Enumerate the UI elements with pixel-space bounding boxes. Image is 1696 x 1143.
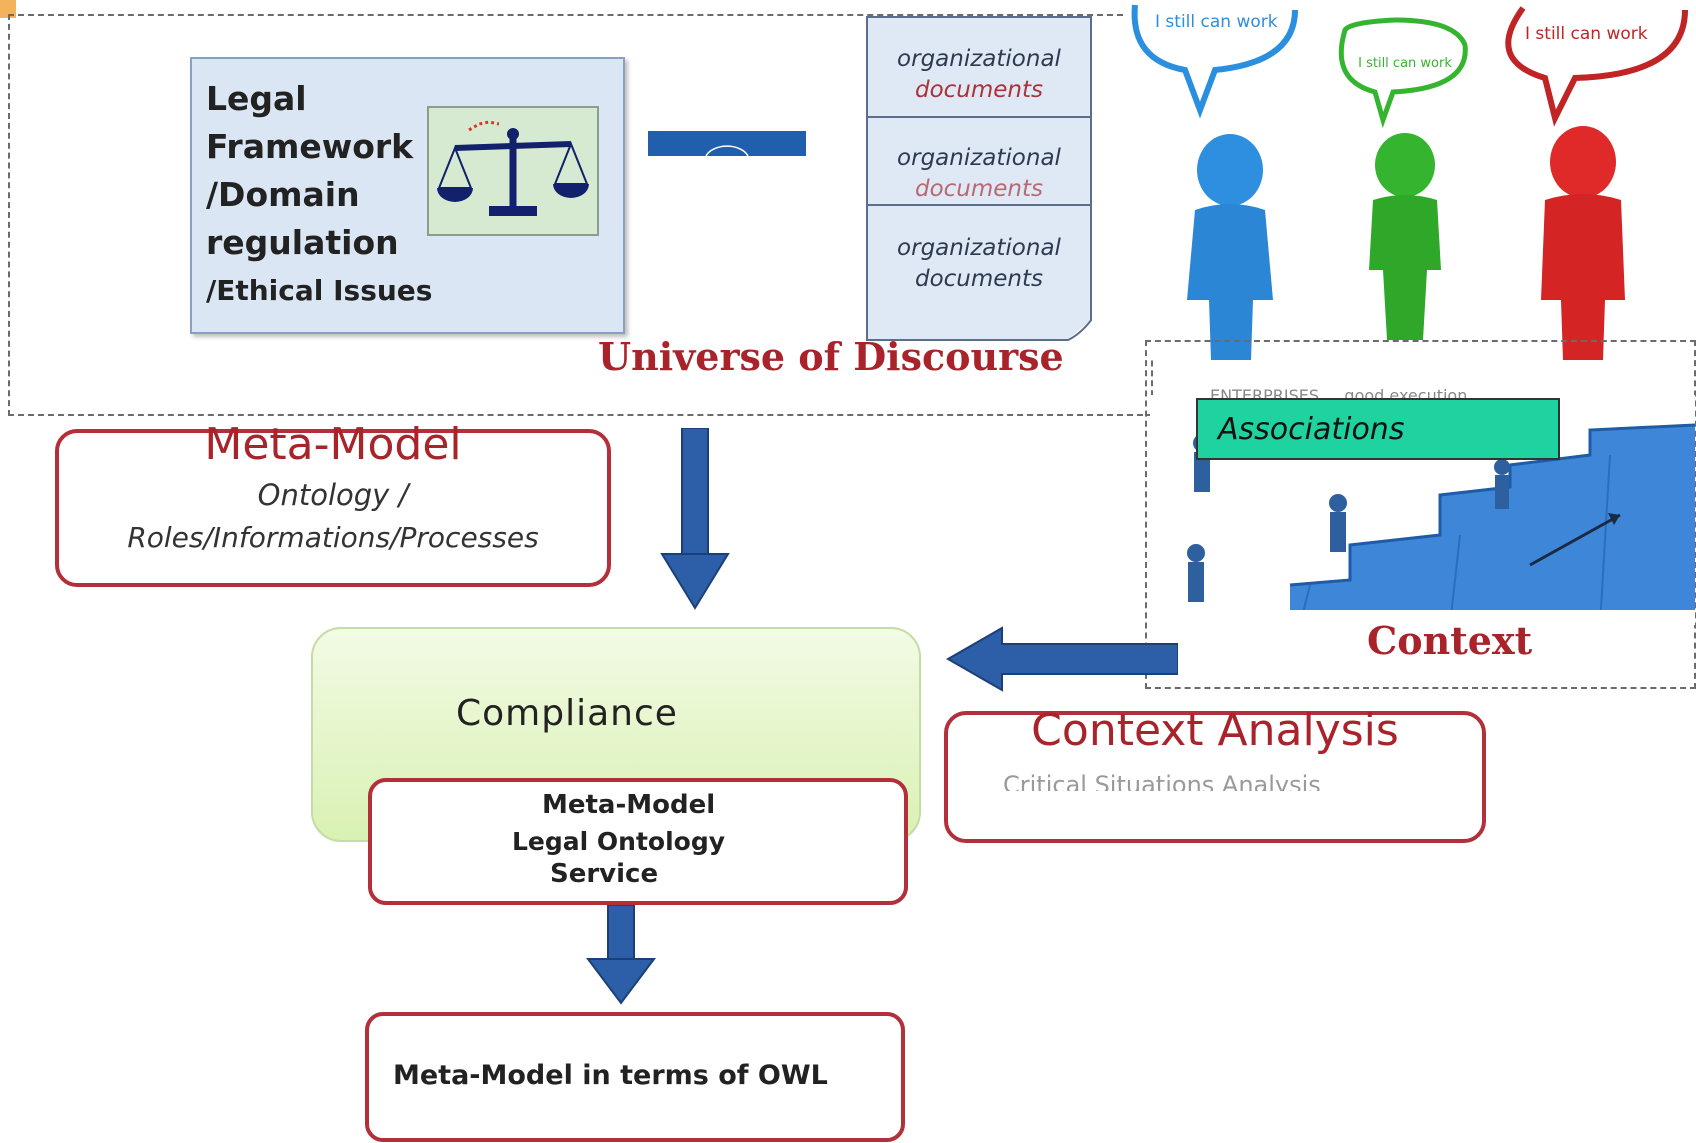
- legal-line-1: Legal: [206, 79, 307, 118]
- page-curl-icon: [1066, 319, 1092, 341]
- speech-bubble-text: I still can work: [1358, 56, 1452, 71]
- legal-framework-text: Legal Framework /Domain regulation /Ethi…: [206, 75, 436, 315]
- meta-model-title: Meta-Model: [204, 419, 462, 470]
- divider: [868, 116, 1090, 118]
- document-label-sub: documents: [914, 77, 1044, 103]
- legal-line-2: Framework: [206, 127, 414, 166]
- context-analysis-subtitle: Critical Situations Analysis: [1003, 771, 1321, 791]
- owl-label: Meta-Model in terms of OWL: [393, 1060, 828, 1091]
- associations-text: Associations: [1218, 412, 1405, 447]
- legal-line-5: /Ethical Issues: [206, 274, 433, 307]
- document-item: organizational documents: [868, 143, 1090, 205]
- service-line-3: Service: [550, 859, 659, 889]
- legal-line-3: /Domain: [206, 175, 360, 214]
- document-label-sub: documents: [914, 266, 1044, 292]
- arrow-left-icon: [945, 626, 1178, 692]
- context-frame: [1145, 340, 1696, 689]
- legal-ontology-service-box: Meta-Model Legal Ontology Service: [368, 778, 908, 905]
- meta-model-box: Meta-Model Ontology / Roles/Informations…: [55, 419, 611, 587]
- divider: [868, 204, 1090, 206]
- speech-bubble-text: I still can work: [1155, 12, 1278, 32]
- universe-of-discourse-title: Universe of Discourse: [598, 334, 1064, 379]
- legal-framework-box: Legal Framework /Domain regulation /Ethi…: [190, 57, 625, 334]
- document-item: organizational documents: [868, 233, 1090, 295]
- arrow-down-icon: [660, 428, 730, 610]
- document-item: organizational documents: [868, 44, 1090, 106]
- associations-label: Associations: [1196, 398, 1560, 460]
- document-label: organizational: [897, 46, 1061, 72]
- service-line-1: Meta-Model: [542, 790, 716, 820]
- meta-model-line-1: Ontology /: [257, 478, 409, 512]
- meta-model-line-2: Roles/Informations/Processes: [127, 521, 539, 554]
- legal-line-4: regulation: [206, 223, 399, 262]
- document-label: organizational: [897, 235, 1061, 261]
- context-analysis-box: Context Analysis Critical Situations Ana…: [944, 705, 1486, 843]
- context-title: Context: [1367, 618, 1533, 663]
- people-illustration: I still can work I still can work I stil…: [1125, 0, 1696, 360]
- scales-of-justice-icon: [427, 106, 599, 236]
- arrow-down-icon: [586, 905, 656, 1005]
- context-analysis-title: Context Analysis: [1031, 705, 1399, 756]
- document-label: organizational: [897, 145, 1061, 171]
- organizational-documents-stack: organizational documents organizational …: [866, 16, 1092, 341]
- service-line-2: Legal Ontology: [512, 827, 726, 856]
- compliance-title: Compliance: [456, 693, 678, 734]
- speech-bubble-text: I still can work: [1525, 24, 1648, 44]
- corner-decoration: [0, 0, 16, 18]
- blue-connector-bar: [648, 131, 806, 157]
- document-label-sub: documents: [914, 176, 1044, 202]
- owl-meta-model-box: Meta-Model in terms of OWL: [365, 1012, 905, 1142]
